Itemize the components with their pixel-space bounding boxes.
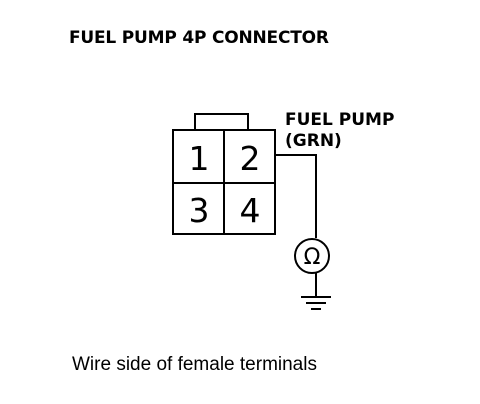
terminal-3: 3	[189, 191, 210, 230]
wire-label-name: FUEL PUMP	[285, 110, 395, 130]
connector-latch	[194, 113, 249, 131]
terminal-2: 2	[240, 139, 261, 178]
diagram-title: FUEL PUMP 4P CONNECTOR	[69, 28, 329, 48]
wire-label-color: (GRN)	[285, 131, 342, 151]
terminal-1: 1	[189, 139, 210, 178]
diagram-caption: Wire side of female terminals	[72, 354, 317, 375]
terminal-4: 4	[240, 191, 261, 230]
wire-label: FUEL PUMP (GRN)	[285, 110, 394, 152]
ohmmeter-icon	[294, 238, 330, 274]
wire-line	[275, 154, 317, 238]
ohm-symbol: Ω	[304, 245, 321, 270]
ground-icon	[301, 296, 331, 310]
